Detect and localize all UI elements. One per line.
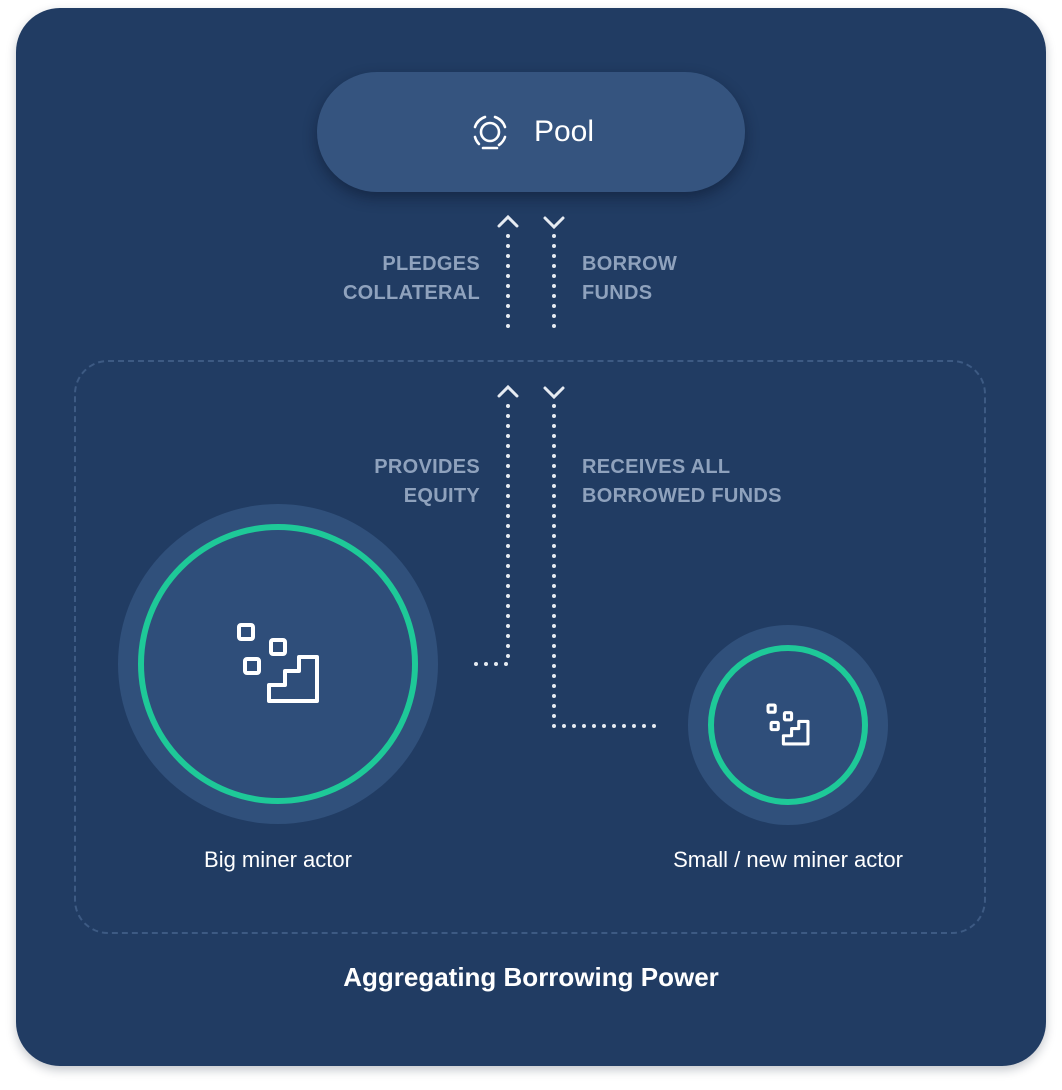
equity-arrow-up-icon [497, 384, 519, 398]
pledge-arrow-up-icon [497, 214, 519, 228]
small-miner-ring [708, 645, 868, 805]
aggregation-group-box [74, 360, 986, 934]
miner-blocks-icon [766, 703, 810, 746]
big-miner-label: Big miner actor [204, 847, 352, 872]
receive-arrow-down-icon [543, 386, 565, 400]
big-miner-node [118, 504, 438, 824]
big-miner-ring [138, 524, 418, 804]
receives-borrowed-funds-label: RECEIVES ALL BORROWED FUNDS [582, 456, 782, 507]
provides-equity-label: PROVIDES EQUITY [374, 456, 480, 507]
borrow-arrow-down-icon [543, 216, 565, 230]
receive-dotted-line [552, 404, 664, 728]
equity-dotted-line [464, 404, 510, 666]
pool-icon [473, 115, 507, 150]
borrow-funds-label: BORROW FUNDS [582, 253, 678, 304]
pool-label: Pool [533, 115, 595, 148]
small-miner-label: Small / new miner actor [673, 847, 903, 872]
diagram-title: Aggregating Borrowing Power [343, 962, 719, 992]
miner-blocks-icon [237, 623, 319, 703]
small-miner-node [688, 625, 888, 825]
pool-node: Pool [317, 72, 745, 192]
pledges-collateral-label: PLEDGES COLLATERAL [342, 253, 480, 304]
